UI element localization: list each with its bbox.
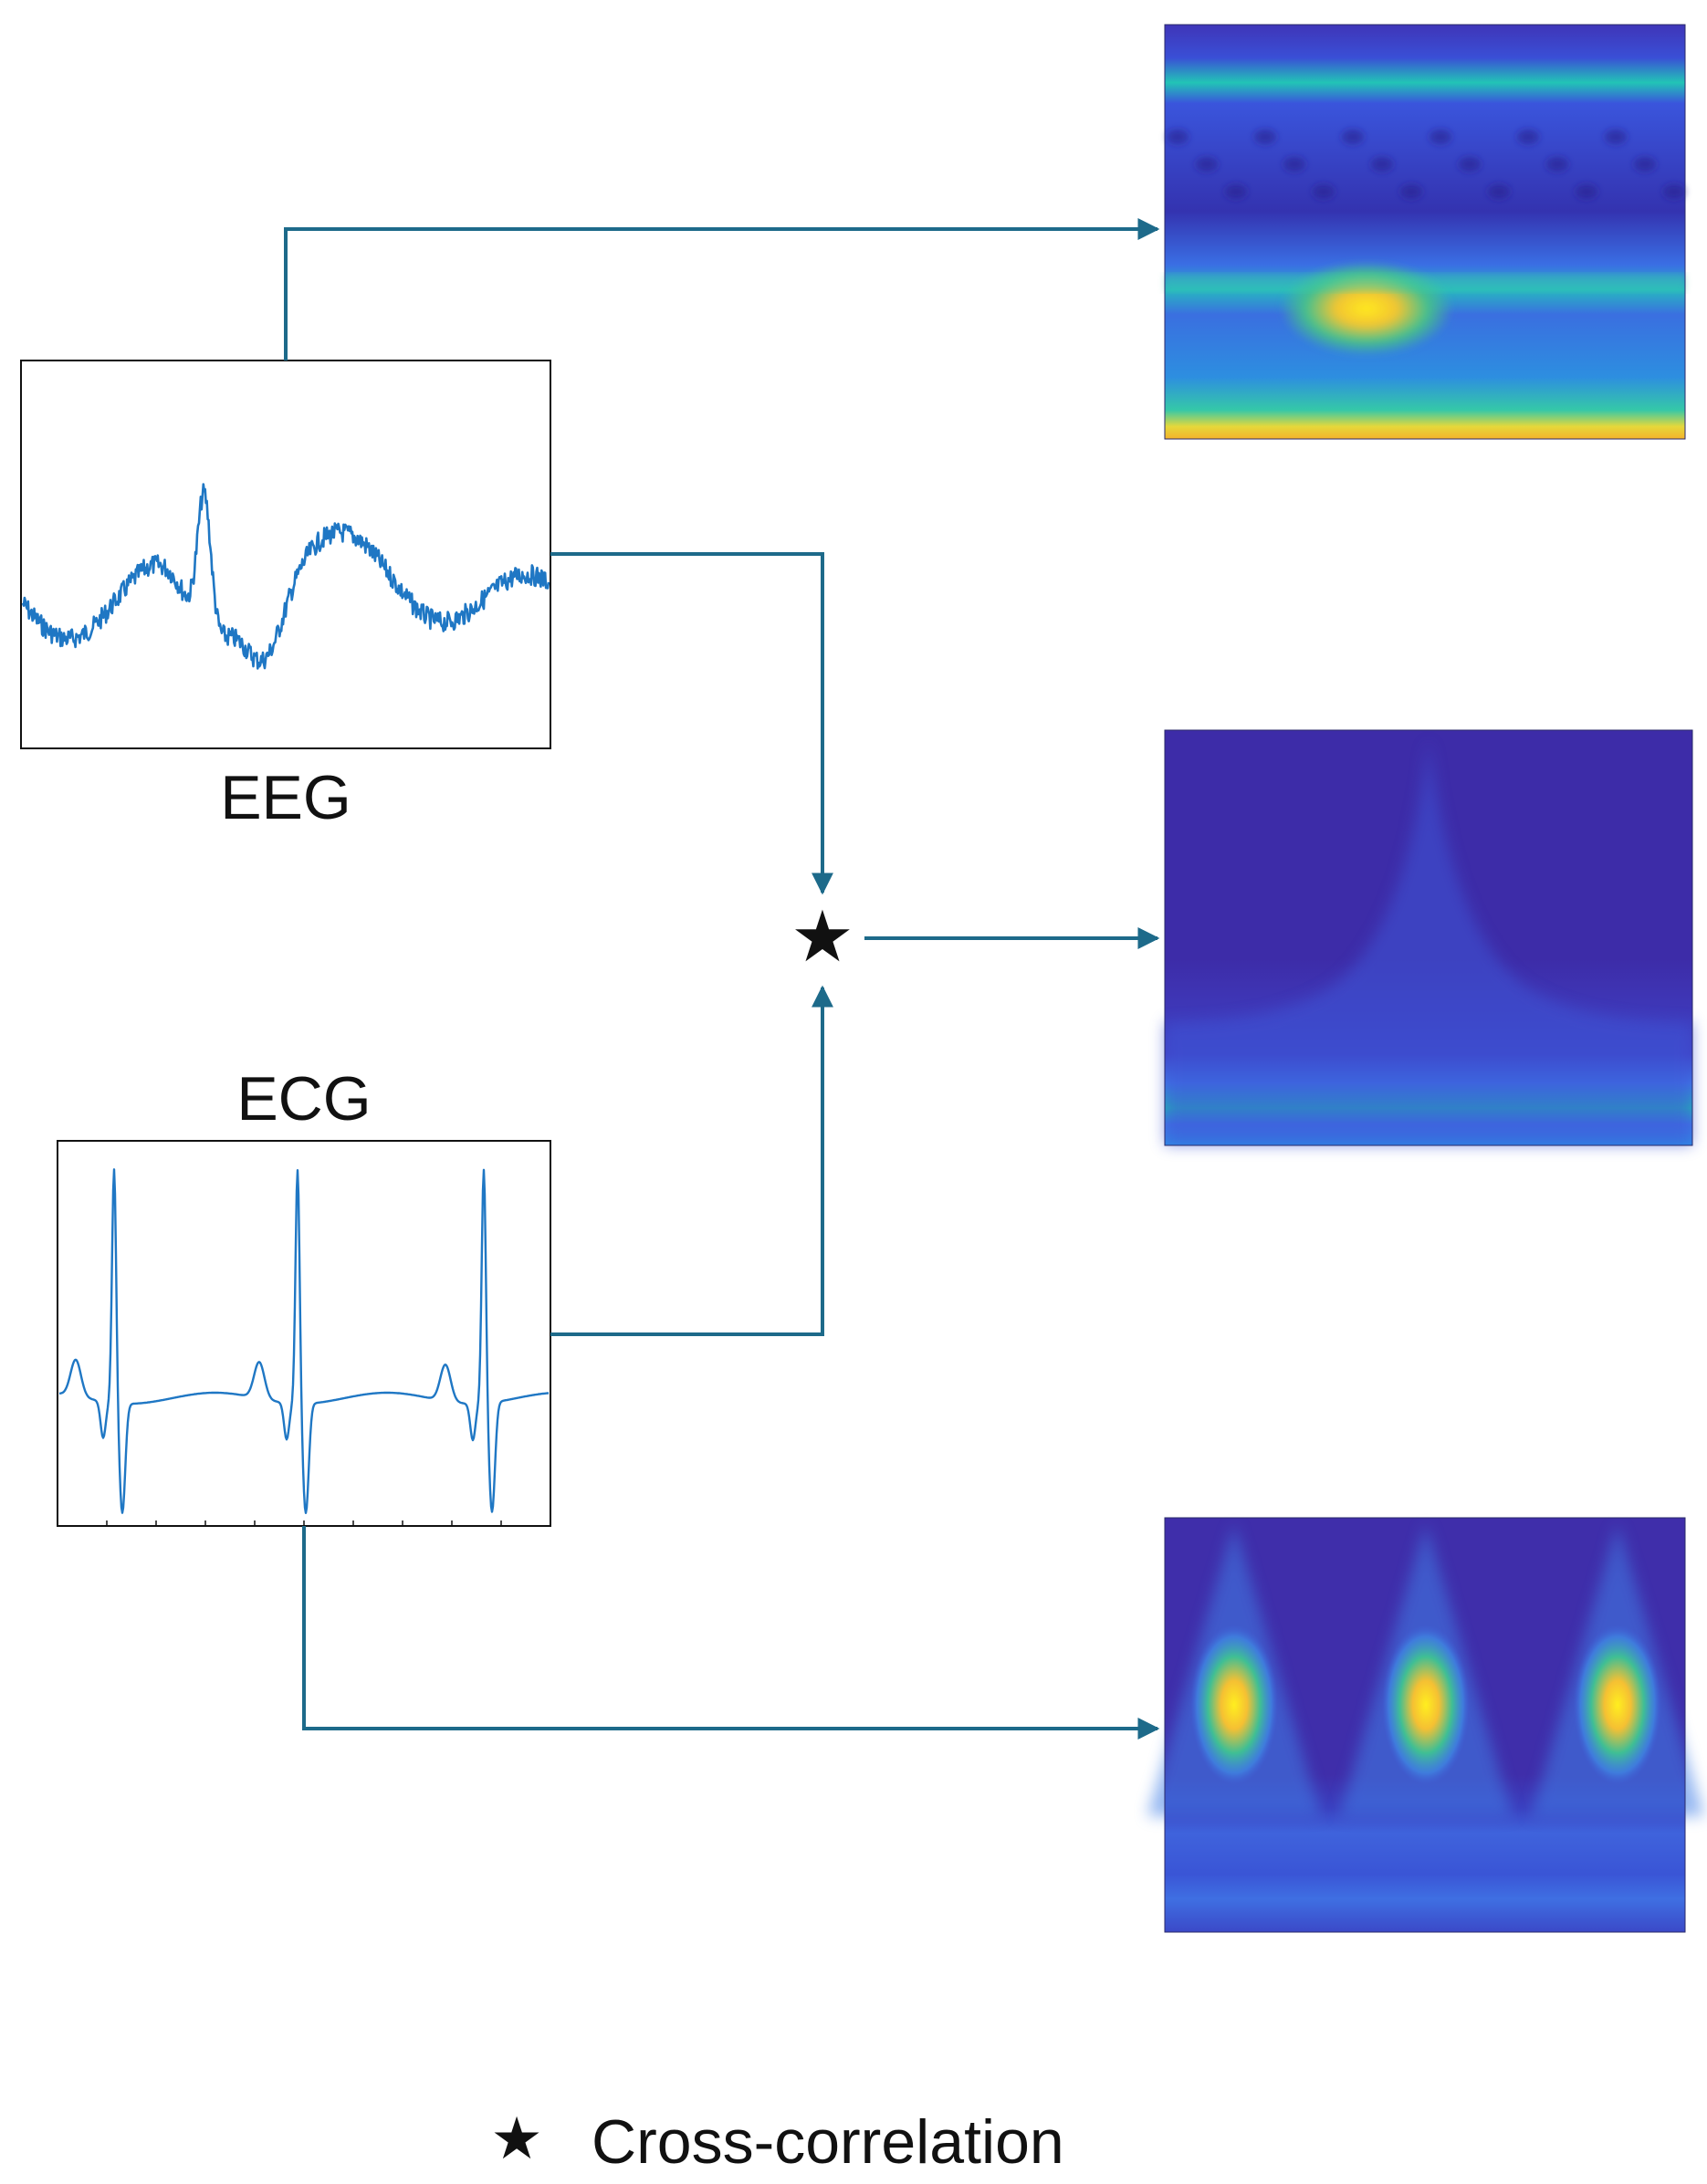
eeg-label: EEG bbox=[220, 763, 351, 832]
scalogram-texture bbox=[1371, 157, 1393, 172]
scalogram-texture bbox=[1400, 184, 1422, 199]
ecg-signal-panel bbox=[57, 1140, 551, 1527]
cross-correlation-operator: ★ bbox=[791, 896, 854, 977]
arrow-ecg-to-operator bbox=[550, 985, 833, 1336]
scalogram-texture bbox=[1634, 157, 1656, 172]
scalogram-texture bbox=[1254, 130, 1276, 144]
legend-text: Cross-correlation bbox=[592, 2107, 1064, 2177]
scalogram-texture bbox=[1196, 157, 1218, 172]
scalogram-peak bbox=[1382, 1625, 1470, 1785]
arrow-ecg-to-scalogram bbox=[302, 1526, 1160, 1740]
scalogram-texture bbox=[1342, 130, 1364, 144]
scalogram-texture bbox=[1605, 130, 1627, 144]
scalogram-texture bbox=[1167, 130, 1189, 144]
scalogram-texture bbox=[1429, 130, 1451, 144]
eeg-scalogram bbox=[1164, 24, 1686, 440]
eeg-trace bbox=[21, 483, 550, 670]
scalogram-peak bbox=[1574, 1625, 1661, 1785]
legend-symbol: ★ bbox=[490, 2106, 542, 2171]
scalogram-texture bbox=[1225, 184, 1247, 199]
eeg-frame bbox=[20, 360, 551, 749]
connectors bbox=[284, 218, 1160, 1740]
scalogram-peak bbox=[1190, 1625, 1278, 1785]
eeg-signal-panel bbox=[20, 360, 551, 749]
scalogram-texture bbox=[1546, 157, 1568, 172]
scalogram-texture bbox=[1663, 184, 1685, 199]
scalogram-texture bbox=[1283, 157, 1305, 172]
scalogram-texture bbox=[1459, 157, 1481, 172]
ecg-scalogram bbox=[1147, 1517, 1704, 1933]
ecg-trace bbox=[58, 1168, 550, 1515]
arrow-eeg-to-operator bbox=[550, 552, 833, 895]
ecg-label: ECG bbox=[236, 1064, 371, 1134]
arrow-eeg-to-scalogram bbox=[284, 218, 1160, 361]
ecg-axis-ticks bbox=[106, 1520, 502, 1526]
scalogram-texture bbox=[1313, 184, 1335, 199]
scalogram-texture bbox=[1576, 184, 1597, 199]
legend: ★ Cross-correlation bbox=[490, 2106, 1063, 2177]
scalogram-texture bbox=[1517, 130, 1539, 144]
scalogram-texture bbox=[1488, 184, 1510, 199]
cross-correlation-scalogram bbox=[1164, 729, 1693, 1146]
